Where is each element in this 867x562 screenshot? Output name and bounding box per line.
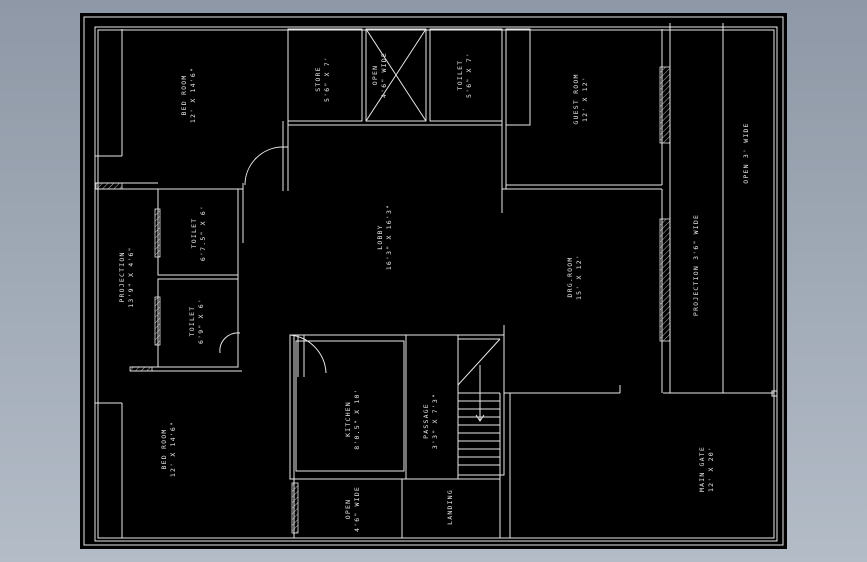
label-main-gate-size: 12' X 20': [707, 446, 715, 492]
label-store: STORE: [314, 66, 322, 92]
label-kitchen-size: 8'0.5" X 10': [353, 388, 361, 449]
floor-plan: BED ROOM 12' X 14'6" STORE 5'6" X 7' OPE…: [83, 16, 784, 546]
label-toilet-mid1-size: 6'7.5" X 6': [199, 205, 207, 261]
label-projection-left: PROJECTION: [118, 251, 126, 302]
staircase: [457, 338, 501, 466]
window-hatches: [95, 66, 671, 534]
door-swings: [219, 146, 327, 377]
label-passage-size: 3'3" X 7'3": [431, 393, 439, 449]
label-main-gate: MAIN GATE: [698, 446, 706, 492]
label-toilet-mid2-size: 6'9" X 6': [197, 298, 205, 344]
label-open-top-size: 4'6" WIDE: [380, 52, 388, 98]
label-bed-room-top-size: 12' X 14'6": [189, 67, 197, 123]
label-open-bottom: OPEN: [344, 499, 352, 519]
label-store-size: 5'6" X 7': [323, 56, 331, 102]
room-labels: BED ROOM 12' X 14'6" STORE 5'6" X 7' OPE…: [118, 52, 750, 532]
label-open-top: OPEN: [371, 65, 379, 85]
label-open-right: OPEN 3' WIDE: [742, 122, 750, 183]
label-toilet-top: TOILET: [456, 60, 464, 91]
label-bed-room-bottom-size: 12' X 14'6": [169, 421, 177, 477]
label-landing: LANDING: [446, 489, 454, 525]
label-drg-room-size: 15' X 12': [575, 254, 583, 300]
label-toilet-mid2: TOILET: [188, 306, 196, 337]
label-drg-room: DRG.ROOM: [566, 257, 574, 298]
label-projection-left-size: 13'9" X 4'6": [127, 246, 135, 307]
label-guest-room: GUEST ROOM: [572, 73, 580, 124]
interior-walls: [95, 23, 778, 539]
label-guest-room-size: 12' X 12': [581, 76, 589, 122]
label-bed-room-bottom: BED ROOM: [160, 429, 168, 470]
outer-walls: [94, 26, 778, 542]
label-open-bottom-size: 4'6" WIDE: [353, 486, 361, 532]
drawing-border: [83, 16, 784, 546]
label-lobby: LOBBY: [376, 224, 384, 250]
label-lobby-size: 16'3" X 16'3": [385, 204, 393, 270]
label-kitchen: KITCHEN: [344, 401, 352, 437]
label-toilet-top-size: 5'6" X 7': [465, 52, 473, 98]
label-passage: PASSAGE: [422, 403, 430, 439]
label-projection-right: PROJECTION 3'6" WIDE: [692, 214, 700, 316]
label-toilet-mid1: TOILET: [190, 218, 198, 249]
label-bed-room-top: BED ROOM: [180, 75, 188, 116]
cad-viewport[interactable]: BED ROOM 12' X 14'6" STORE 5'6" X 7' OPE…: [80, 13, 787, 549]
